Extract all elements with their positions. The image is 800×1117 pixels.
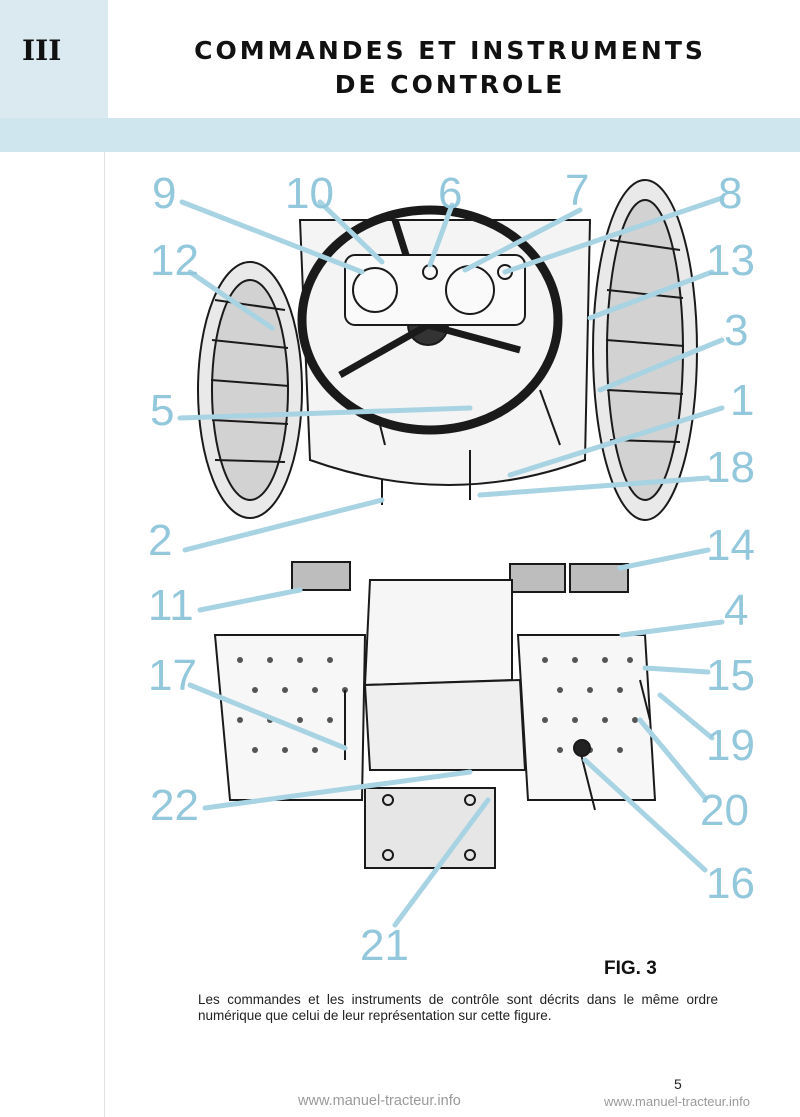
floor-holes [237, 657, 638, 753]
dashboard [344, 254, 526, 326]
callout-5: 5 [150, 386, 174, 435]
page-title: COMMANDES ET INSTRUMENTS DE CONTROLE [120, 34, 780, 102]
transmission [363, 579, 513, 687]
callout-14: 14 [706, 521, 755, 570]
callout-9: 9 [152, 169, 176, 218]
callout-20: 20 [700, 786, 749, 835]
callout-7: 7 [565, 166, 589, 215]
callout-4: 4 [724, 586, 748, 635]
callout-22: 22 [150, 781, 199, 830]
rear-cover [364, 787, 496, 869]
callout-6: 6 [438, 169, 462, 218]
tractor-figure: 9 10 6 7 8 12 13 3 5 1 18 2 14 11 4 17 1… [148, 166, 755, 960]
callouts: 9 10 6 7 8 12 13 3 5 1 18 2 14 11 4 17 1… [148, 166, 755, 960]
header-band [0, 118, 800, 152]
callout-2: 2 [148, 516, 172, 565]
figure-label: FIG. 3 [604, 958, 657, 979]
callout-10: 10 [285, 169, 334, 218]
floor-plates [213, 634, 657, 801]
chapter-box [0, 0, 108, 120]
callout-12: 12 [150, 236, 199, 285]
left-wheel [197, 261, 303, 519]
callout-11: 11 [148, 581, 194, 630]
right-wheel [592, 179, 698, 521]
page-number: 5 [674, 1076, 682, 1092]
tractor-drawing [197, 179, 698, 869]
pedals [291, 561, 629, 593]
callout-16: 16 [706, 859, 755, 908]
chapter-number: III [22, 34, 62, 67]
callout-17: 17 [148, 651, 197, 700]
levers [379, 389, 561, 505]
title-line-1: COMMANDES ET INSTRUMENTS [194, 36, 706, 65]
callout-3: 3 [724, 306, 748, 355]
callout-13: 13 [706, 236, 755, 285]
figure-caption: Les commandes et les instruments de cont… [198, 992, 718, 1023]
callout-15: 15 [706, 651, 755, 700]
callout-19: 19 [706, 721, 755, 770]
callout-lines [177, 195, 725, 928]
callout-18: 18 [706, 443, 755, 492]
callout-1: 1 [730, 376, 754, 425]
watermark-left: www.manuel-tracteur.info [298, 1093, 461, 1109]
callout-8: 8 [718, 169, 742, 218]
margin-rule [104, 152, 105, 1117]
callout-21: 21 [360, 921, 409, 960]
watermark-right: www.manuel-tracteur.info [604, 1094, 750, 1109]
title-line-2: DE CONTROLE [334, 70, 566, 99]
